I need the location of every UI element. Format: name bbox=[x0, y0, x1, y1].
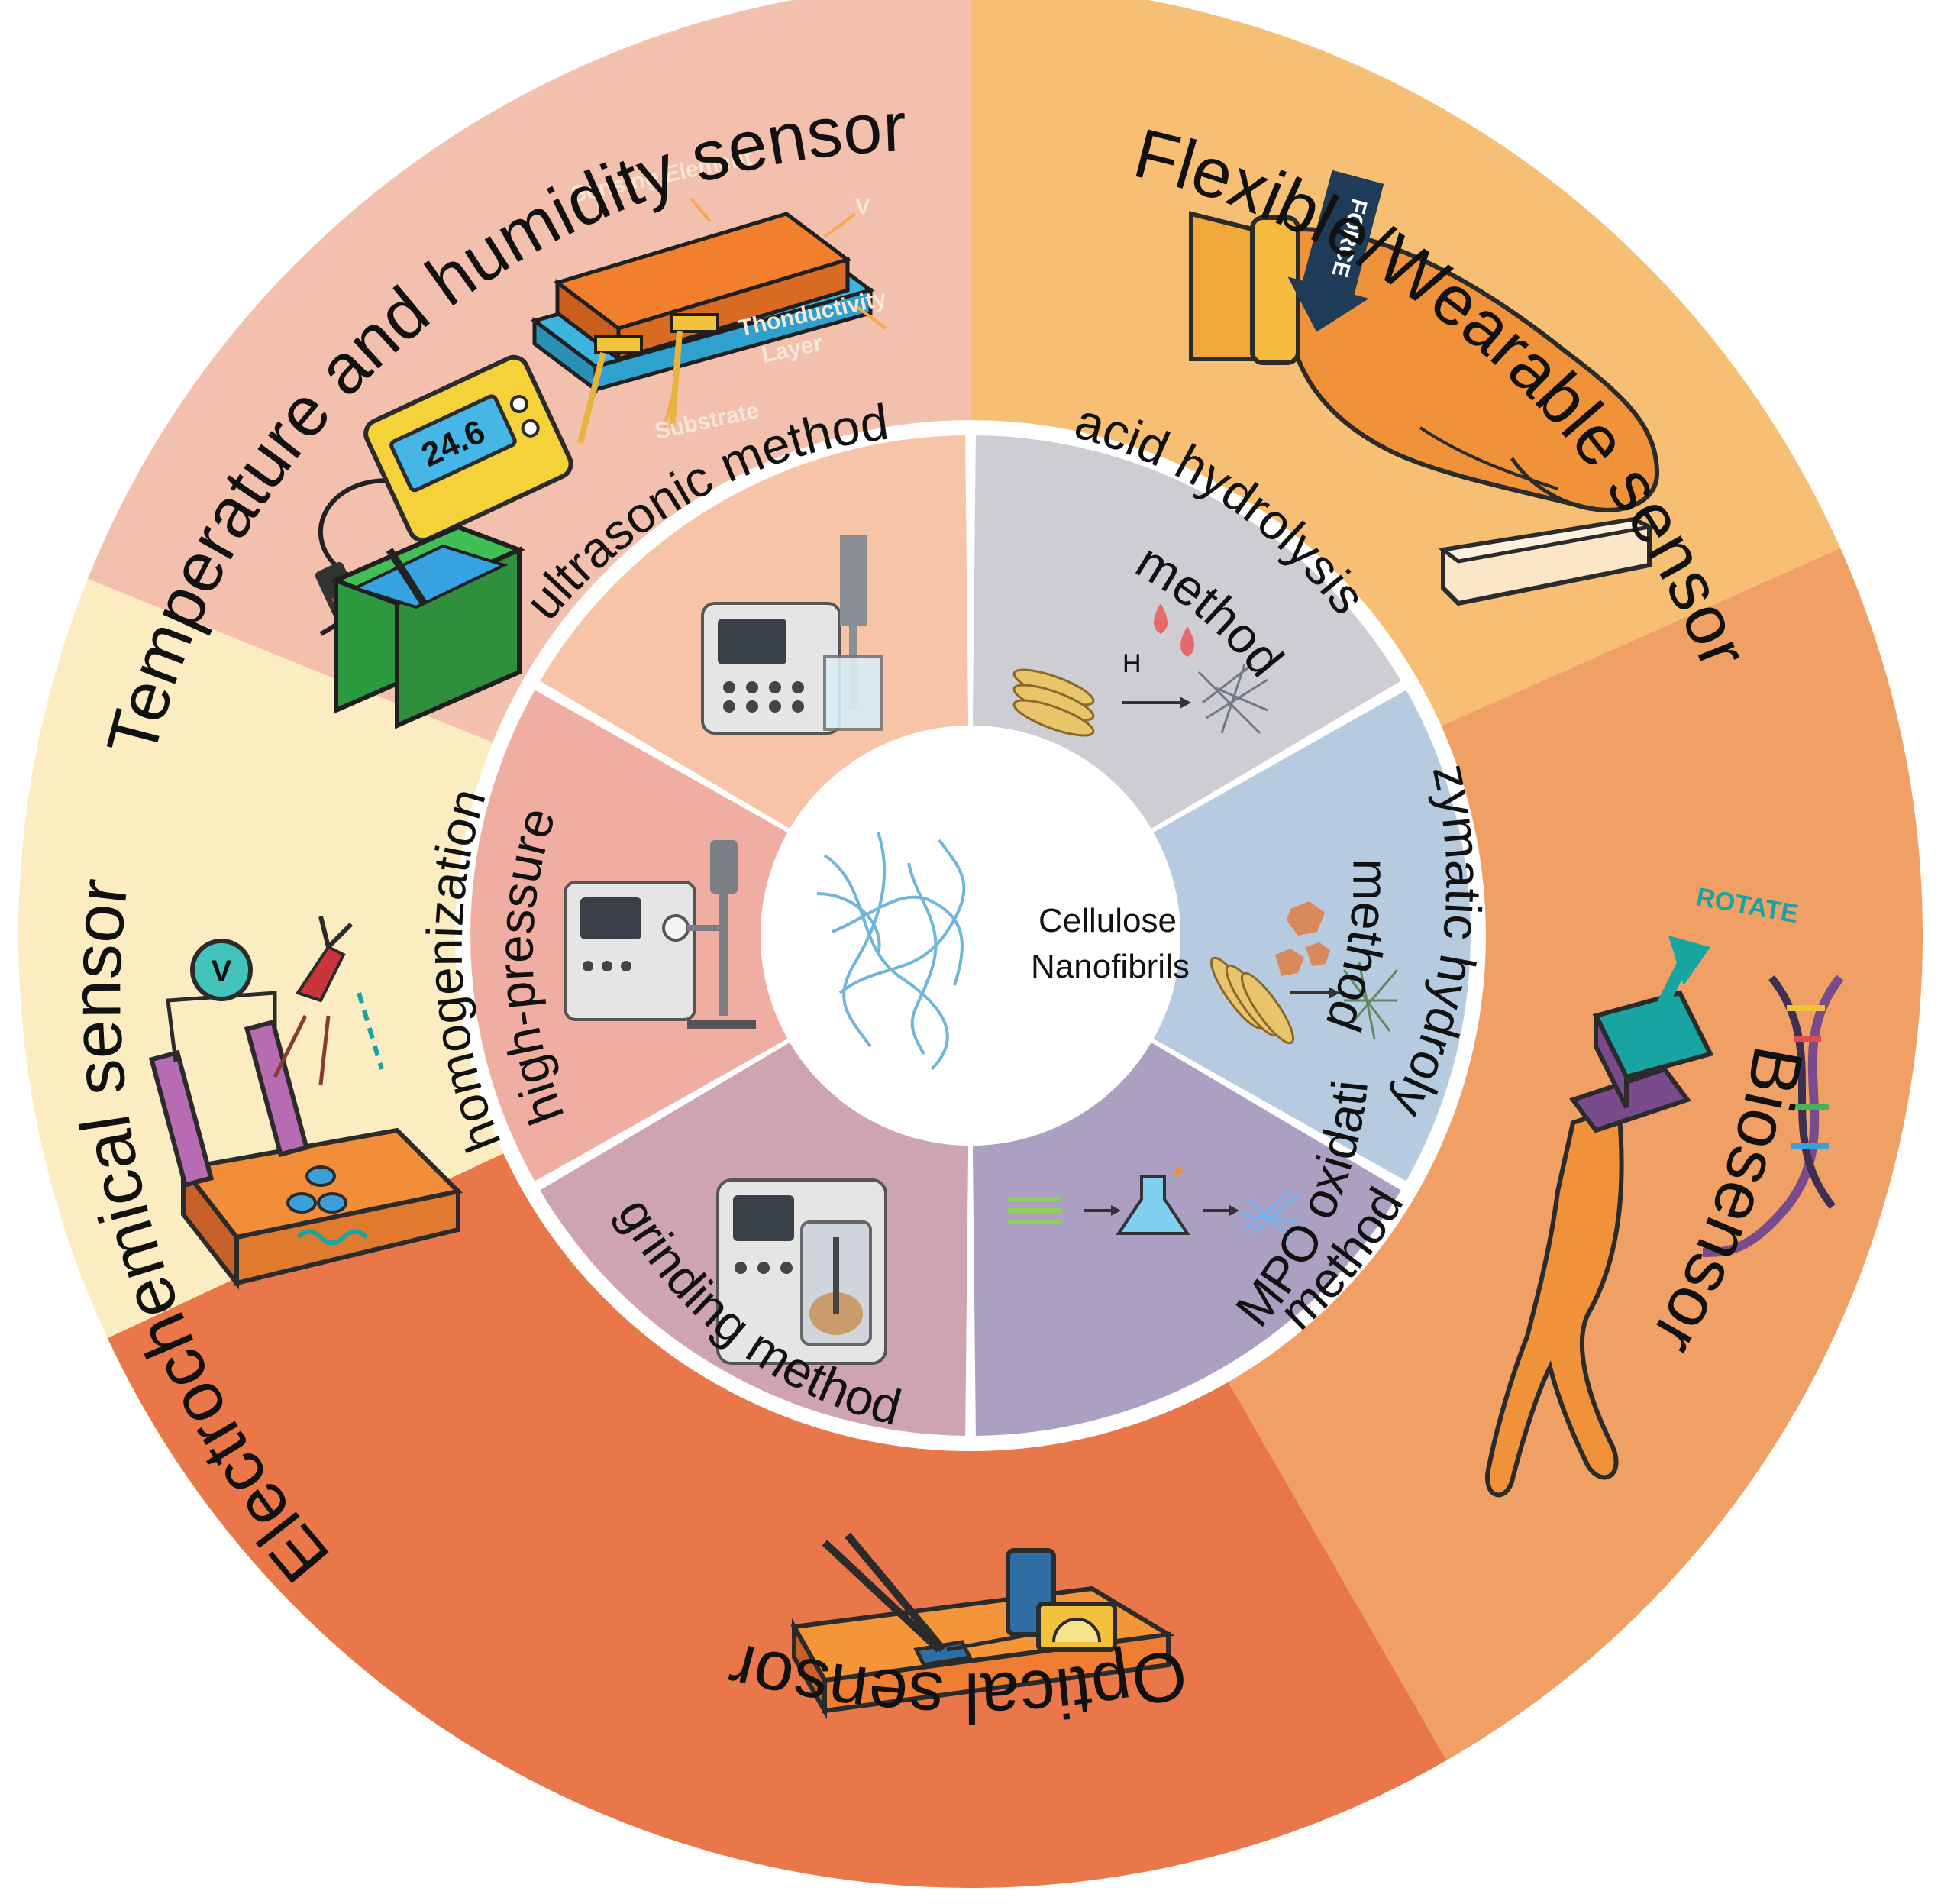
biosensor-illustration: ROTATE bbox=[1485, 882, 1844, 1498]
enzymatic-hydrolysis-illustration bbox=[1209, 901, 1399, 1045]
acid-hydrolysis-illustration: H bbox=[1012, 603, 1268, 737]
voltmeter-label: V bbox=[212, 955, 232, 988]
homogenizer-illustration bbox=[564, 840, 756, 1029]
flexible-wearable-illustration: FORCE bbox=[1189, 170, 1660, 606]
ultrasonic-illustration bbox=[701, 535, 883, 735]
optical-sensor-illustration bbox=[790, 1532, 1175, 1720]
voltage-label: V bbox=[855, 194, 870, 219]
tempo-oxidation-illustration bbox=[1008, 1165, 1300, 1239]
grinding-illustration bbox=[716, 1178, 887, 1365]
center-label-line2: Nanofibrils bbox=[1031, 948, 1190, 985]
center-label-line1: Cellulose bbox=[1038, 902, 1177, 939]
outer-sector-optical bbox=[107, 1153, 1447, 1888]
inner-sector-enzymatic-hydrolysis bbox=[1153, 690, 1471, 1182]
nanofibril-icon bbox=[816, 832, 966, 1071]
inner-sector-tempo-oxidation bbox=[972, 1043, 1401, 1436]
h-label: H bbox=[1122, 649, 1142, 678]
electrochemical-illustration: V bbox=[148, 916, 463, 1290]
